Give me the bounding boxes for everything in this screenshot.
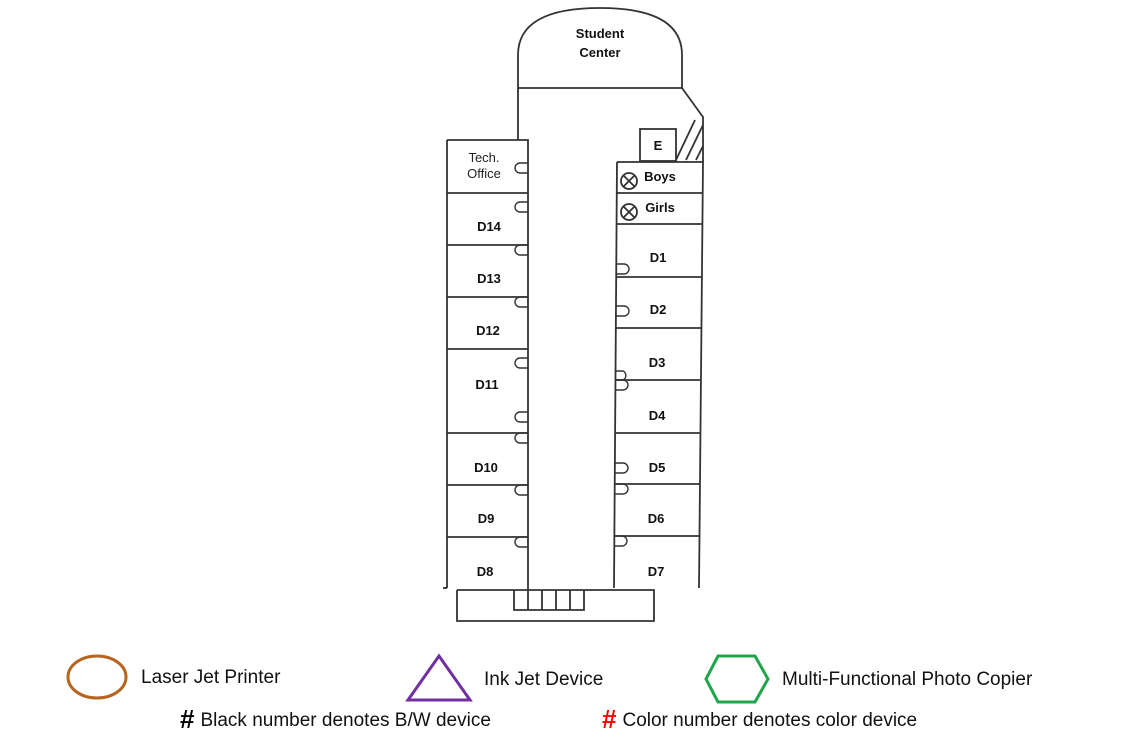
- left-wing: [446, 139, 529, 588]
- tech-office-label-1: Tech.: [468, 150, 499, 165]
- room-d14: D14: [477, 219, 502, 234]
- restroom-fixture-icon: [620, 172, 638, 190]
- hash-black-icon: #: [180, 704, 195, 734]
- room-d1: D1: [650, 250, 667, 265]
- room-d2: D2: [650, 302, 667, 317]
- room-d11: D11: [475, 377, 498, 392]
- room-d10: D10: [474, 460, 498, 475]
- door-swings: [514, 162, 630, 548]
- tech-office-label-2: Office: [467, 166, 501, 181]
- legend-copier-label: Multi-Functional Photo Copier: [782, 669, 1033, 690]
- stair-hatch: [675, 119, 704, 161]
- room-d12: D12: [476, 323, 500, 338]
- legend-bw-label: Black number denotes B/W device: [200, 710, 491, 731]
- right-wing: [613, 161, 704, 589]
- student-center-outline: [517, 7, 683, 89]
- hash-red-icon: #: [602, 704, 617, 734]
- legend-bw-note: #Black number denotes B/W device: [180, 704, 491, 735]
- student-center-label-2: Center: [579, 45, 620, 60]
- entrance-stairs: [443, 587, 655, 622]
- room-d6: D6: [648, 511, 665, 526]
- legend-laser-label: Laser Jet Printer: [141, 667, 281, 688]
- room-d13: D13: [477, 271, 501, 286]
- legend-color-label: Color number denotes color device: [622, 710, 918, 731]
- girls-restroom-label: Girls: [645, 200, 675, 215]
- inkjet-triangle-icon: [405, 653, 473, 702]
- student-center-label-1: Student: [576, 26, 625, 41]
- elevator-room: [639, 128, 677, 162]
- room-d4: D4: [649, 408, 666, 423]
- elevator-label: E: [654, 138, 663, 153]
- copier-hexagon-icon: [704, 654, 770, 704]
- room-d3: D3: [649, 355, 666, 370]
- room-d7: D7: [648, 564, 665, 579]
- room-d5: D5: [649, 460, 666, 475]
- boys-restroom-label: Boys: [644, 169, 676, 184]
- restroom-fixture-icon: [620, 203, 638, 221]
- legend-color-note: #Color number denotes color device: [602, 704, 917, 735]
- room-d8: D8: [477, 564, 494, 579]
- legend-inkjet-label: Ink Jet Device: [484, 669, 604, 690]
- laser-printer-circle-icon: [66, 654, 128, 700]
- room-d9: D9: [478, 511, 495, 526]
